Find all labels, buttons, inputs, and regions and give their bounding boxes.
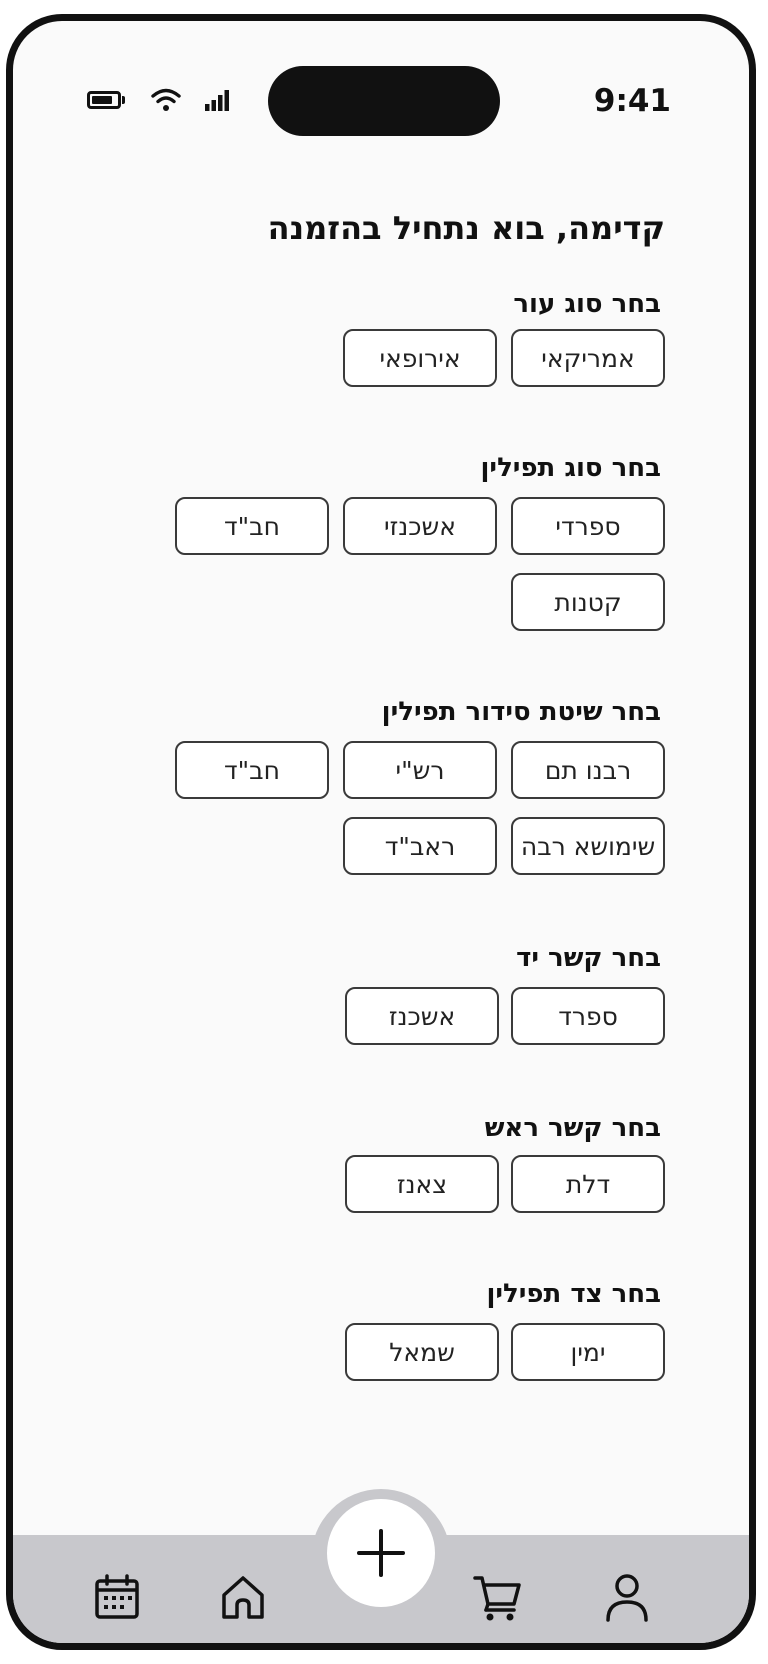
section-title-head-knot: בחר קשר ראש (484, 1113, 661, 1143)
option-side-left[interactable]: שמאל (345, 1323, 499, 1381)
dynamic-island (268, 66, 500, 136)
option-type-chabad[interactable]: חב"ד (175, 497, 329, 555)
section-title-side: בחר צד תפילין (486, 1279, 661, 1309)
plus-icon (357, 1529, 405, 1577)
add-order-button[interactable] (327, 1499, 435, 1607)
calendar-icon (95, 1574, 139, 1619)
wifi-icon (151, 88, 181, 111)
status-bar: 9:41 (13, 21, 749, 171)
option-leather-american[interactable]: אמריקאי (511, 329, 665, 387)
option-side-right[interactable]: ימין (511, 1323, 665, 1381)
option-method-rashi[interactable]: רש"י (343, 741, 497, 799)
profile-icon (606, 1574, 648, 1622)
option-leather-european[interactable]: אירופאי (343, 329, 497, 387)
option-head-tzanz[interactable]: צאנז (345, 1155, 499, 1213)
nav-profile[interactable] (599, 1569, 655, 1625)
status-time: 9:41 (593, 83, 671, 119)
nav-home[interactable] (215, 1569, 271, 1625)
option-method-shimusha-raba[interactable]: שימושא רבה (511, 817, 665, 875)
cart-icon (473, 1576, 521, 1621)
nav-cart[interactable] (469, 1569, 525, 1625)
section-title-tefillin-type: בחר סוג תפילין (480, 453, 661, 483)
option-type-ketanot[interactable]: קטנות (511, 573, 665, 631)
option-type-sefardi[interactable]: ספרדי (511, 497, 665, 555)
section-title-hand-knot: בחר קשר יד (516, 943, 661, 973)
section-title-leather: בחר סוג עור (513, 289, 661, 319)
phone-frame: 9:41 קדימה, בוא נתחיל בהזמנה בחר סוג עור… (6, 14, 756, 1650)
battery-icon (87, 91, 121, 109)
option-method-chabad[interactable]: חב"ד (175, 741, 329, 799)
option-type-ashkenazi[interactable]: אשכנזי (343, 497, 497, 555)
section-title-order-method: בחר שיטת סידור תפילין (381, 697, 661, 727)
option-hand-ashkenaz[interactable]: אשכנז (345, 987, 499, 1045)
page-title: קדימה, בוא נתחיל בהזמנה (267, 209, 665, 247)
battery-tip (122, 96, 125, 104)
option-method-raavad[interactable]: ראב"ד (343, 817, 497, 875)
signal-icon (205, 90, 229, 111)
option-method-rabbeinu-tam[interactable]: רבנו תם (511, 741, 665, 799)
option-hand-sefard[interactable]: ספרד (511, 987, 665, 1045)
home-icon (222, 1576, 264, 1619)
option-head-dalet[interactable]: דלת (511, 1155, 665, 1213)
nav-calendar[interactable] (89, 1569, 145, 1625)
